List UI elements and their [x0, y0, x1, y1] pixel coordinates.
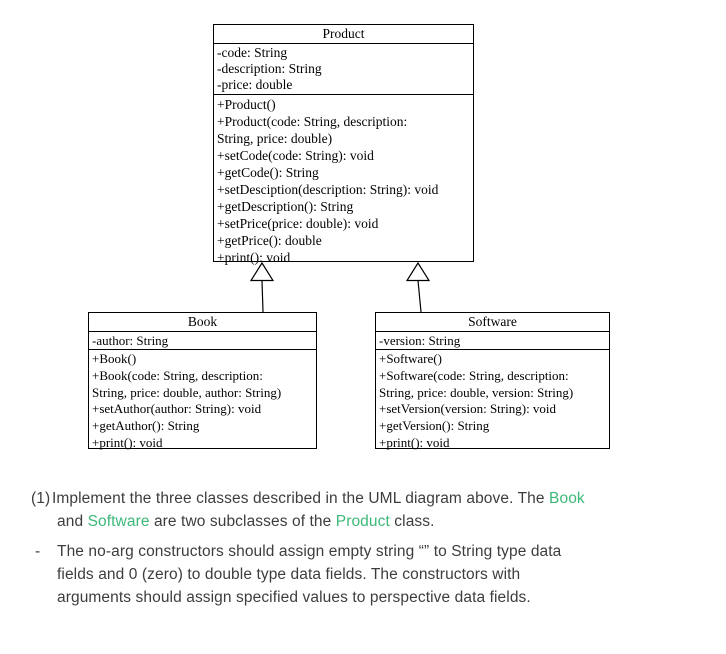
uml-class-product-methods: +Product() +Product(code: String, descrip…: [214, 95, 473, 267]
instruction-2-body: The no-arg constructors should assign em…: [57, 540, 561, 609]
uml-method-line: +print(): void: [379, 434, 450, 450]
instruction-1-marker: (1): [31, 490, 51, 507]
uml-attribute-line: -version: String: [379, 333, 461, 348]
uml-method-line: +Software(): [379, 351, 442, 366]
instruction-text-line: arguments should assign specified values…: [57, 589, 531, 606]
uml-method-line: +setCode(code: String): void: [217, 148, 374, 163]
inheritance-line-book: [261, 280, 264, 313]
uml-class-book: Book -author: String +Book()+Book(code: …: [88, 312, 317, 450]
instruction-text-line: fields and 0 (zero) to double type data …: [57, 566, 521, 583]
uml-method-line: +Software(code: String, description:: [379, 367, 569, 383]
instruction-item-2: - The no-arg constructors should assign …: [35, 540, 561, 609]
uml-class-book-attributes: -author: String: [89, 332, 316, 350]
uml-method-line: +setDesciption(description: String): voi…: [217, 182, 439, 197]
uml-method-line: +setAuthor(author: String): void: [92, 401, 262, 417]
uml-method-line: String, price: double, version: String): [379, 384, 574, 400]
uml-class-software-attributes: -version: String: [376, 332, 609, 350]
uml-method-line: +Product(): [217, 97, 276, 112]
instruction-item-1: (1) Implement the three classes describe…: [31, 487, 585, 533]
class-ref-product: Product: [335, 513, 390, 530]
instruction-1-body: Implement the three classes described in…: [52, 487, 585, 533]
uml-class-software: Software -version: String +Software()+So…: [375, 312, 610, 450]
instruction-text: Implement the three classes described in…: [52, 490, 550, 507]
class-ref-book: Book: [549, 490, 585, 507]
uml-attribute-line: -code: String: [217, 45, 288, 60]
instruction-text: class.: [389, 513, 435, 530]
uml-method-line: +print(): void: [92, 434, 163, 450]
uml-method-line: +Product(code: String, description:: [217, 114, 408, 129]
uml-method-line: +getPrice(): double: [217, 233, 322, 248]
uml-method-line: String, price: double): [217, 131, 333, 146]
uml-method-line: +setPrice(price: double): void: [217, 216, 379, 231]
instruction-1-line-2: and Software are two subclasses of the P…: [52, 510, 585, 533]
uml-method-line: +setVersion(version: String): void: [379, 401, 557, 417]
instruction-text: and: [57, 513, 88, 530]
uml-class-product-attributes: -code: String-description: String-price:…: [214, 44, 473, 95]
uml-method-line: +getAuthor(): String: [92, 418, 200, 434]
uml-method-line: +Book(): [92, 351, 137, 366]
instruction-2-marker: -: [35, 543, 41, 560]
uml-method-line: +Book(code: String, description:: [92, 367, 263, 383]
uml-method-line: +getVersion(): String: [379, 418, 490, 434]
class-ref-software: Software: [87, 513, 150, 530]
uml-method-line: +getCode(): String: [217, 165, 319, 180]
inheritance-line-software: [417, 280, 422, 313]
uml-attribute-line: -author: String: [92, 333, 169, 348]
uml-attribute-line: -description: String: [217, 61, 322, 76]
uml-attribute-line: -price: double: [217, 77, 293, 92]
uml-method-line: +getDescription(): String: [217, 199, 354, 214]
instruction-text-line: The no-arg constructors should assign em…: [57, 543, 562, 560]
uml-class-software-title: Software: [376, 313, 609, 332]
uml-class-book-methods: +Book()+Book(code: String, description:S…: [89, 350, 316, 453]
instruction-1-line-1: Implement the three classes described in…: [52, 487, 585, 510]
uml-class-book-title: Book: [89, 313, 316, 332]
uml-class-product: Product -code: String-description: Strin…: [213, 24, 474, 265]
uml-class-product-title: Product: [214, 25, 473, 44]
uml-class-software-methods: +Software()+Software(code: String, descr…: [376, 350, 609, 453]
uml-method-line: String, price: double, author: String): [92, 384, 282, 400]
uml-method-line: +print(): void: [217, 250, 291, 265]
instruction-text: are two subclasses of the: [149, 513, 336, 530]
